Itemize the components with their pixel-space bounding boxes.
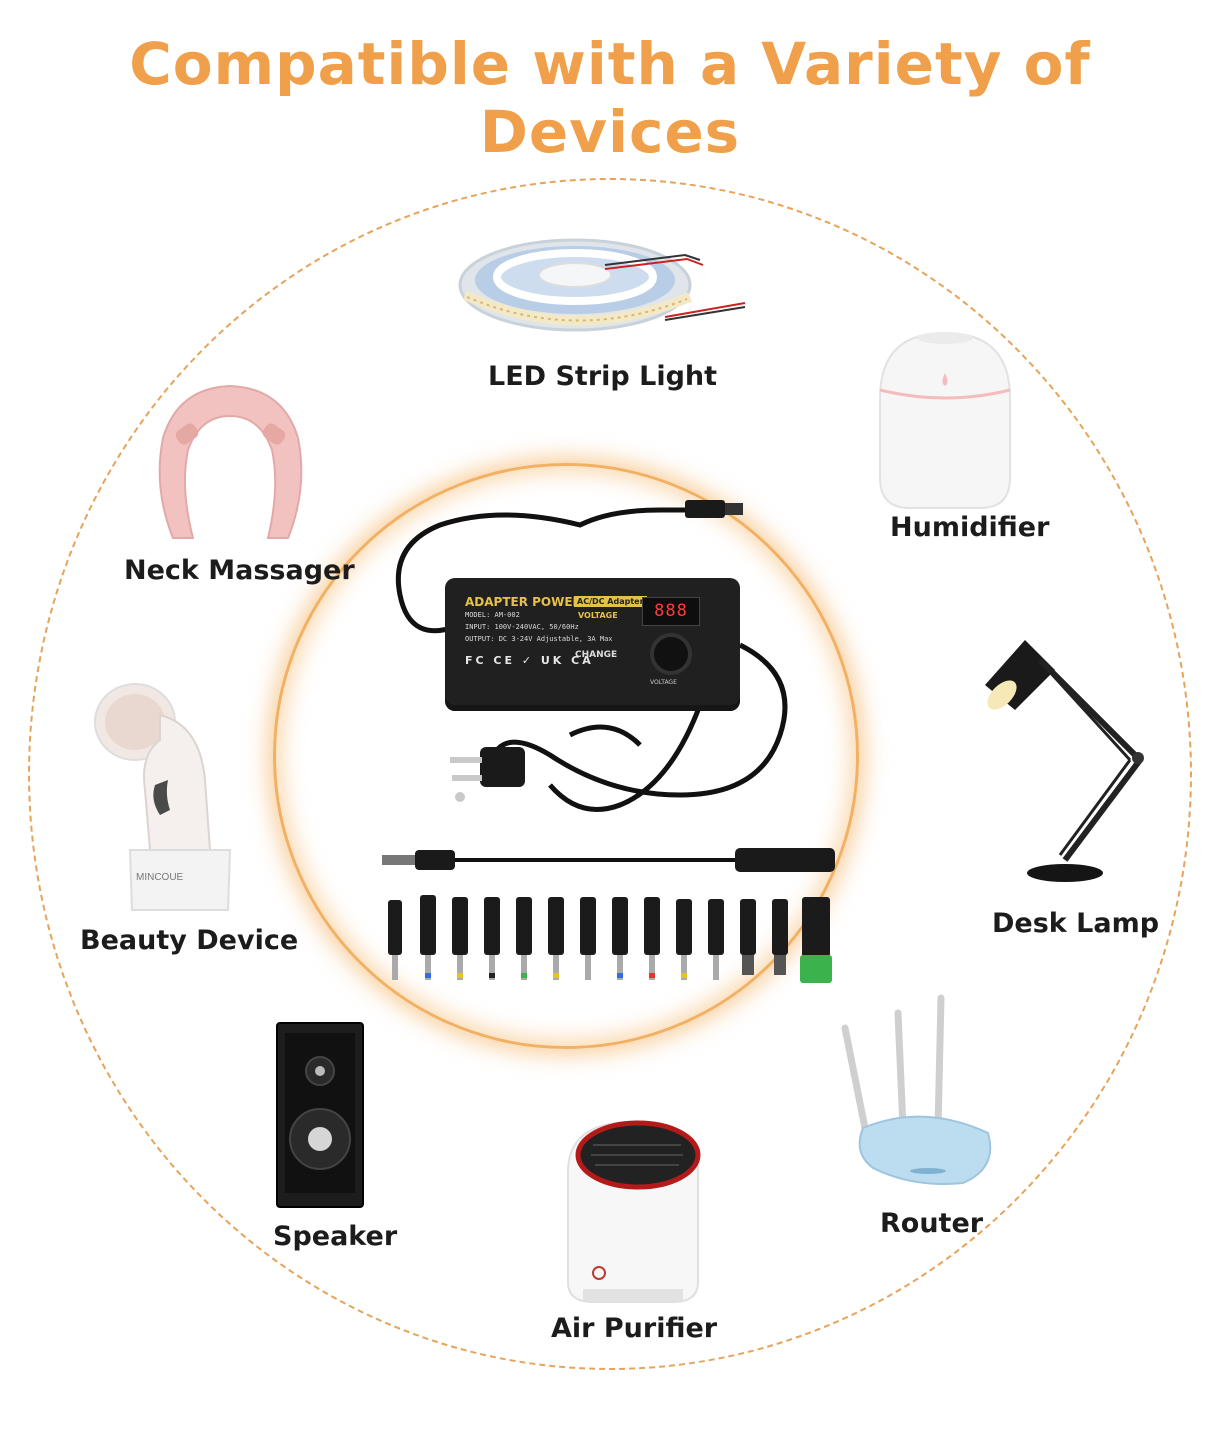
adapter-input: INPUT: 100V-240VAC, 50/60Hz (465, 623, 579, 631)
beauty-brand-text: MINCOUE (136, 872, 184, 883)
power-adapter: ADAPTER POWER AC/DC Adapter MODEL: AM-00… (445, 578, 740, 711)
adapter-change: CHANGE (575, 650, 618, 660)
neck-massager-label: Neck Massager (124, 555, 355, 586)
neck-massager-image (158, 384, 303, 539)
desk-lamp-image (985, 640, 1144, 882)
humidifier-label: Humidifier (890, 512, 1050, 543)
adapter-certs: FC CE ✓ UK CA (465, 654, 594, 667)
air-purifier-label: Air Purifier (551, 1313, 718, 1344)
adapter-output: OUTPUT: DC 3-24V Adjustable, 3A Max (465, 635, 613, 643)
humidifier-image (879, 331, 1011, 509)
adapter-brand: ADAPTER POWER (465, 595, 582, 609)
adapter-model: MODEL: AM-002 (465, 611, 520, 619)
beauty-device-image: MINCOUE (94, 683, 232, 911)
voltage-display: 888 (642, 597, 700, 626)
knob-label: VOLTAGE (650, 679, 677, 686)
speaker-image (276, 1022, 364, 1208)
glow-circle (273, 463, 859, 1049)
led-strip-label: LED Strip Light (488, 361, 718, 392)
router-label: Router (880, 1208, 984, 1239)
desk-lamp-label: Desk Lamp (992, 908, 1160, 939)
speaker-label: Speaker (273, 1221, 398, 1252)
beauty-device-label: Beauty Device (80, 925, 299, 956)
adapter-brand-tag: AC/DC Adapter (574, 596, 647, 607)
dashed-ring (28, 178, 1192, 1370)
adapter-voltage-label: VOLTAGE (578, 611, 618, 620)
voltage-knob-icon (650, 633, 692, 675)
led-strip-image (458, 238, 746, 332)
adapter-cables (382, 500, 835, 983)
air-purifier-image (567, 1120, 701, 1303)
router-image (841, 994, 992, 1185)
page-title: Compatible with a Variety of Devices (129, 30, 1091, 166)
